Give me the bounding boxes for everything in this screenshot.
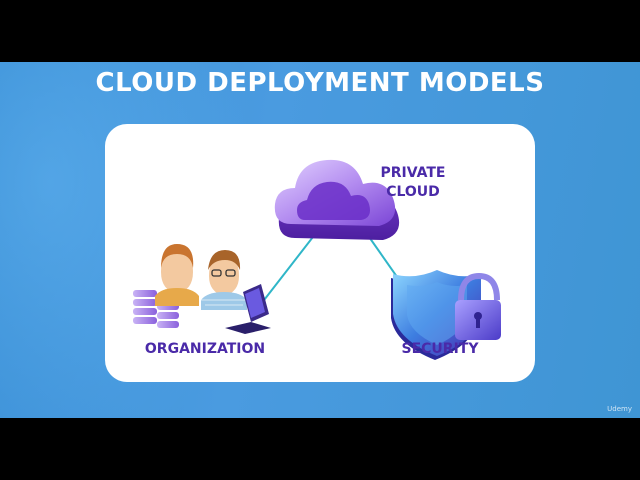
laptop-icon xyxy=(225,284,271,334)
person-icon xyxy=(155,244,199,306)
person-with-glasses-icon xyxy=(201,250,247,310)
shield-lock-icon xyxy=(391,270,501,360)
organization-label: ORGANIZATION xyxy=(144,341,266,357)
cloud-icon xyxy=(274,159,400,240)
private-cloud-label: PRIVATE CLOUD xyxy=(373,164,453,202)
udemy-watermark: Udemy xyxy=(607,405,632,413)
private-cloud-label-line2: CLOUD xyxy=(386,184,440,200)
slide-title: CLOUD DEPLOYMENT MODELS xyxy=(95,68,545,98)
private-cloud-label-line1: PRIVATE xyxy=(380,165,446,181)
diagram-card: PRIVATE CLOUD ORGANIZATION SECURITY xyxy=(105,124,535,382)
diagram-canvas xyxy=(133,159,501,360)
security-label: SECURITY xyxy=(401,341,479,357)
slide: CLOUD DEPLOYMENT MODELS xyxy=(0,62,640,418)
